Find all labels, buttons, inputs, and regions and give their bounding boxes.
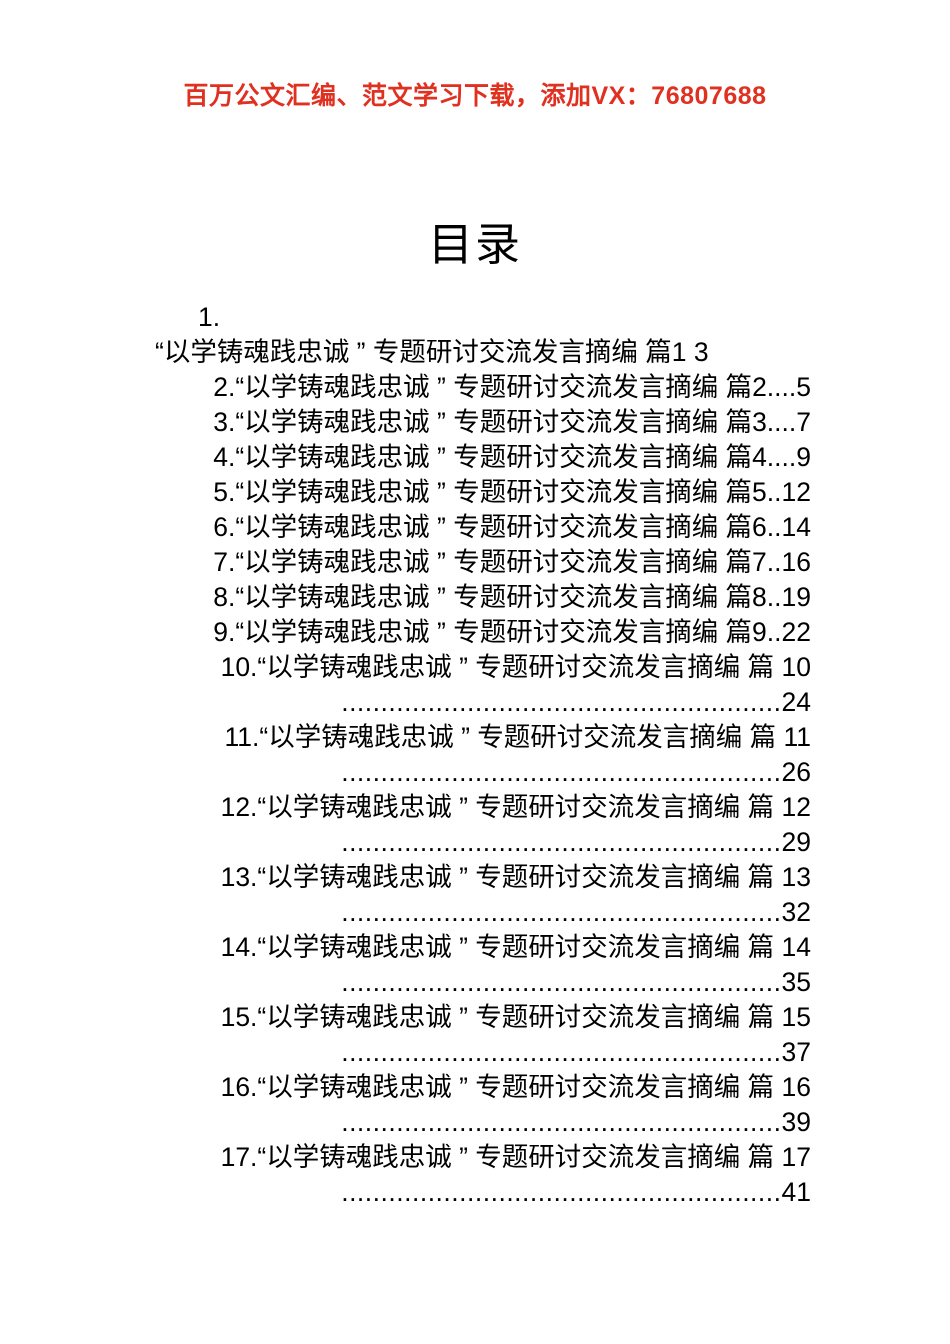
toc-entry-title: 17.“以学铸魂践忠诚 ” 专题研讨交流发言摘编 篇 17 bbox=[220, 1142, 811, 1172]
toc-entry-leader-and-page: ........................................… bbox=[125, 685, 811, 720]
toc-entry-line: 4.“以学铸魂践忠诚 ” 专题研讨交流发言摘编 篇4....9 bbox=[213, 442, 811, 472]
toc-entry-leader-and-page: ........................................… bbox=[125, 895, 811, 930]
toc-leader-dots: ........................................… bbox=[341, 897, 782, 927]
toc-leader-dots: ........................................… bbox=[341, 1177, 782, 1207]
toc-entry-leader-and-page: ........................................… bbox=[125, 825, 811, 860]
toc-page-number: 26 bbox=[781, 757, 811, 787]
toc-entry[interactable]: 2.“以学铸魂践忠诚 ” 专题研讨交流发言摘编 篇2....5 bbox=[143, 370, 811, 405]
toc-entry[interactable]: 12.“以学铸魂践忠诚 ” 专题研讨交流发言摘编 篇 12...........… bbox=[143, 790, 811, 860]
toc-entry[interactable]: 7.“以学铸魂践忠诚 ” 专题研讨交流发言摘编 篇7..16 bbox=[143, 545, 811, 580]
toc-entry[interactable]: 5.“以学铸魂践忠诚 ” 专题研讨交流发言摘编 篇5..12 bbox=[143, 475, 811, 510]
toc-entry[interactable]: 9.“以学铸魂践忠诚 ” 专题研讨交流发言摘编 篇9..22 bbox=[143, 615, 811, 650]
toc-entry-title: 10.“以学铸魂践忠诚 ” 专题研讨交流发言摘编 篇 10 bbox=[220, 652, 811, 682]
toc-entry-leader-and-page: ........................................… bbox=[125, 1105, 811, 1140]
toc-page-number: 29 bbox=[781, 827, 811, 857]
toc-leader-dots: ........................................… bbox=[341, 757, 782, 787]
toc-leader-dots: ........................................… bbox=[341, 967, 782, 997]
page-title: 目录 bbox=[427, 219, 522, 270]
toc-entry[interactable]: 15.“以学铸魂践忠诚 ” 专题研讨交流发言摘编 篇 15...........… bbox=[143, 1000, 811, 1070]
toc-entry-line: 7.“以学铸魂践忠诚 ” 专题研讨交流发言摘编 篇7..16 bbox=[213, 547, 811, 577]
table-of-contents: 1. “以学铸魂践忠诚 ” 专题研讨交流发言摘编 篇1 3 2.“以学铸魂践忠诚 ”… bbox=[143, 300, 811, 1210]
toc-entry-line: 2.“以学铸魂践忠诚 ” 专题研讨交流发言摘编 篇2....5 bbox=[213, 372, 811, 402]
toc-page-number: 41 bbox=[781, 1177, 811, 1207]
watermark-contact-banner: 百万公文汇编、范文学习下载，添加VX：76807688 bbox=[183, 82, 767, 110]
toc-entry[interactable]: 1. “以学铸魂践忠诚 ” 专题研讨交流发言摘编 篇1 3 bbox=[143, 300, 811, 370]
toc-entry-title: 16.“以学铸魂践忠诚 ” 专题研讨交流发言摘编 篇 16 bbox=[220, 1072, 811, 1102]
toc-entry-title: “以学铸魂践忠诚 ” 专题研讨交流发言摘编 篇1 3 bbox=[155, 337, 709, 367]
toc-entry-line: 8.“以学铸魂践忠诚 ” 专题研讨交流发言摘编 篇8..19 bbox=[213, 582, 811, 612]
toc-entry-leader-and-page: ........................................… bbox=[125, 755, 811, 790]
toc-leader-dots: ........................................… bbox=[341, 687, 782, 717]
toc-leader-dots: ........................................… bbox=[341, 827, 782, 857]
toc-entry[interactable]: 11.“以学铸魂践忠诚 ” 专题研讨交流发言摘编 篇 11...........… bbox=[143, 720, 811, 790]
toc-entry[interactable]: 10.“以学铸魂践忠诚 ” 专题研讨交流发言摘编 篇 10...........… bbox=[143, 650, 811, 720]
toc-entry[interactable]: 6.“以学铸魂践忠诚 ” 专题研讨交流发言摘编 篇6..14 bbox=[143, 510, 811, 545]
toc-entry-leader-and-page: ........................................… bbox=[125, 1035, 811, 1070]
toc-entry[interactable]: 3.“以学铸魂践忠诚 ” 专题研讨交流发言摘编 篇3....7 bbox=[143, 405, 811, 440]
toc-page-number: 24 bbox=[781, 687, 811, 717]
toc-page-number: 32 bbox=[781, 897, 811, 927]
toc-entry-title: 13.“以学铸魂践忠诚 ” 专题研讨交流发言摘编 篇 13 bbox=[220, 862, 811, 892]
toc-entry-line: 6.“以学铸魂践忠诚 ” 专题研讨交流发言摘编 篇6..14 bbox=[213, 512, 811, 542]
toc-entry-title: 12.“以学铸魂践忠诚 ” 专题研讨交流发言摘编 篇 12 bbox=[220, 792, 811, 822]
toc-entry-title: 15.“以学铸魂践忠诚 ” 专题研讨交流发言摘编 篇 15 bbox=[220, 1002, 811, 1032]
toc-entry-number: 1. bbox=[198, 302, 221, 332]
toc-entry[interactable]: 14.“以学铸魂践忠诚 ” 专题研讨交流发言摘编 篇 14...........… bbox=[143, 930, 811, 1000]
toc-page-number: 35 bbox=[781, 967, 811, 997]
toc-entry[interactable]: 4.“以学铸魂践忠诚 ” 专题研讨交流发言摘编 篇4....9 bbox=[143, 440, 811, 475]
toc-entry[interactable]: 13.“以学铸魂践忠诚 ” 专题研讨交流发言摘编 篇 13...........… bbox=[143, 860, 811, 930]
toc-entry[interactable]: 17.“以学铸魂践忠诚 ” 专题研讨交流发言摘编 篇 17...........… bbox=[143, 1140, 811, 1210]
toc-entry[interactable]: 16.“以学铸魂践忠诚 ” 专题研讨交流发言摘编 篇 16...........… bbox=[143, 1070, 811, 1140]
toc-leader-dots: ........................................… bbox=[341, 1037, 782, 1067]
toc-entry-leader-and-page: ........................................… bbox=[125, 965, 811, 1000]
toc-page-number: 37 bbox=[781, 1037, 811, 1067]
toc-entry-line: 5.“以学铸魂践忠诚 ” 专题研讨交流发言摘编 篇5..12 bbox=[213, 477, 811, 507]
toc-entry-leader-and-page: ........................................… bbox=[125, 1175, 811, 1210]
toc-entry-line: 9.“以学铸魂践忠诚 ” 专题研讨交流发言摘编 篇9..22 bbox=[213, 617, 811, 647]
toc-entry-title: 11.“以学铸魂践忠诚 ” 专题研讨交流发言摘编 篇 11 bbox=[224, 722, 811, 752]
toc-entry-title: 14.“以学铸魂践忠诚 ” 专题研讨交流发言摘编 篇 14 bbox=[220, 932, 811, 962]
toc-entry[interactable]: 8.“以学铸魂践忠诚 ” 专题研讨交流发言摘编 篇8..19 bbox=[143, 580, 811, 615]
toc-entry-line: 3.“以学铸魂践忠诚 ” 专题研讨交流发言摘编 篇3....7 bbox=[213, 407, 811, 437]
toc-leader-dots: ........................................… bbox=[341, 1107, 782, 1137]
toc-page-number: 39 bbox=[781, 1107, 811, 1137]
